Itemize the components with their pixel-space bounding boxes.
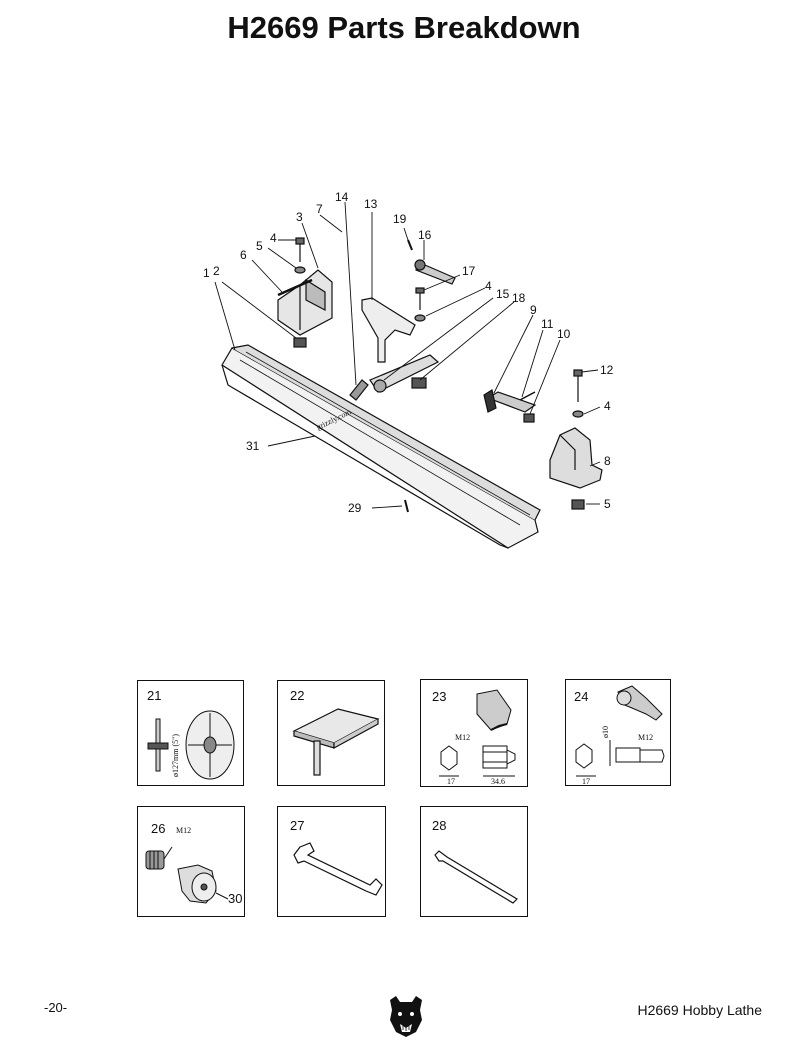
callout-3: 4 [270,231,277,245]
faceplate-diameter: ø127mm (5") [171,734,180,777]
callout-4b: 4 [485,279,492,293]
inset-faceplate: 21 ø127mm (5") [137,680,244,786]
callout-14: 14 [335,190,349,204]
inset-live-center: 24 M12 17 ø10 [565,679,671,786]
inset-number-24: 24 [574,689,589,704]
callout-29: 29 [348,501,362,515]
inset-spur-center: 23 M12 17 34.6 [420,679,528,787]
manual-title: H2669 Hobby Lathe [637,1002,762,1018]
callout-9: 9 [530,303,537,317]
callout-13: 13 [364,197,378,211]
inset24-dim-17: 17 [582,777,590,786]
inset-number-22: 22 [290,688,305,703]
callout-10: 10 [557,327,571,341]
inset-tool-rest: 22 [277,680,385,786]
inset24-dim-10: ø10 [601,726,610,738]
callout-7: 7 [316,202,323,216]
callout-2: 3 [296,210,303,224]
inset-wrench: 27 [277,806,386,917]
callout-17: 17 [462,264,476,278]
inset-number-30: 30 [228,891,243,906]
inset-number-26: 26 [151,821,166,836]
callout-12: 12 [600,363,614,377]
page-number: -20- [44,1000,68,1015]
callout-4c: 4 [604,399,611,413]
inset-knob-adapter: 26 30 M12 [137,806,245,917]
callout-8: 8 [604,454,611,468]
inset23-dim-34-6: 34.6 [491,777,505,786]
inset-number-21: 21 [147,688,162,703]
callout-5b: 5 [604,497,611,511]
inset26-thread-label: M12 [176,826,191,835]
callout-31: 31 [246,439,260,453]
callout-6: 6 [240,248,247,262]
callout-4: 5 [256,239,263,253]
callout-16: 16 [418,228,432,242]
callout-15: 15 [496,287,510,301]
callout-5: 2 [213,264,220,278]
callout-18: 18 [512,291,526,305]
inset-number-28: 28 [432,818,447,833]
inset-hex-key: 28 [420,806,528,917]
inset24-thread-label: M12 [638,733,653,742]
inset-number-23: 23 [432,689,447,704]
inset23-thread-label: M12 [455,733,470,742]
callout-11: 11 [541,317,554,331]
callout-19: 19 [393,212,407,226]
inset23-dim-17: 17 [447,777,455,786]
grizzly-bear-head-icon [390,996,422,1037]
inset-number-27: 27 [290,818,305,833]
callout-1: 1 [203,266,210,280]
page-title: H2669 Parts Breakdown [227,10,581,45]
